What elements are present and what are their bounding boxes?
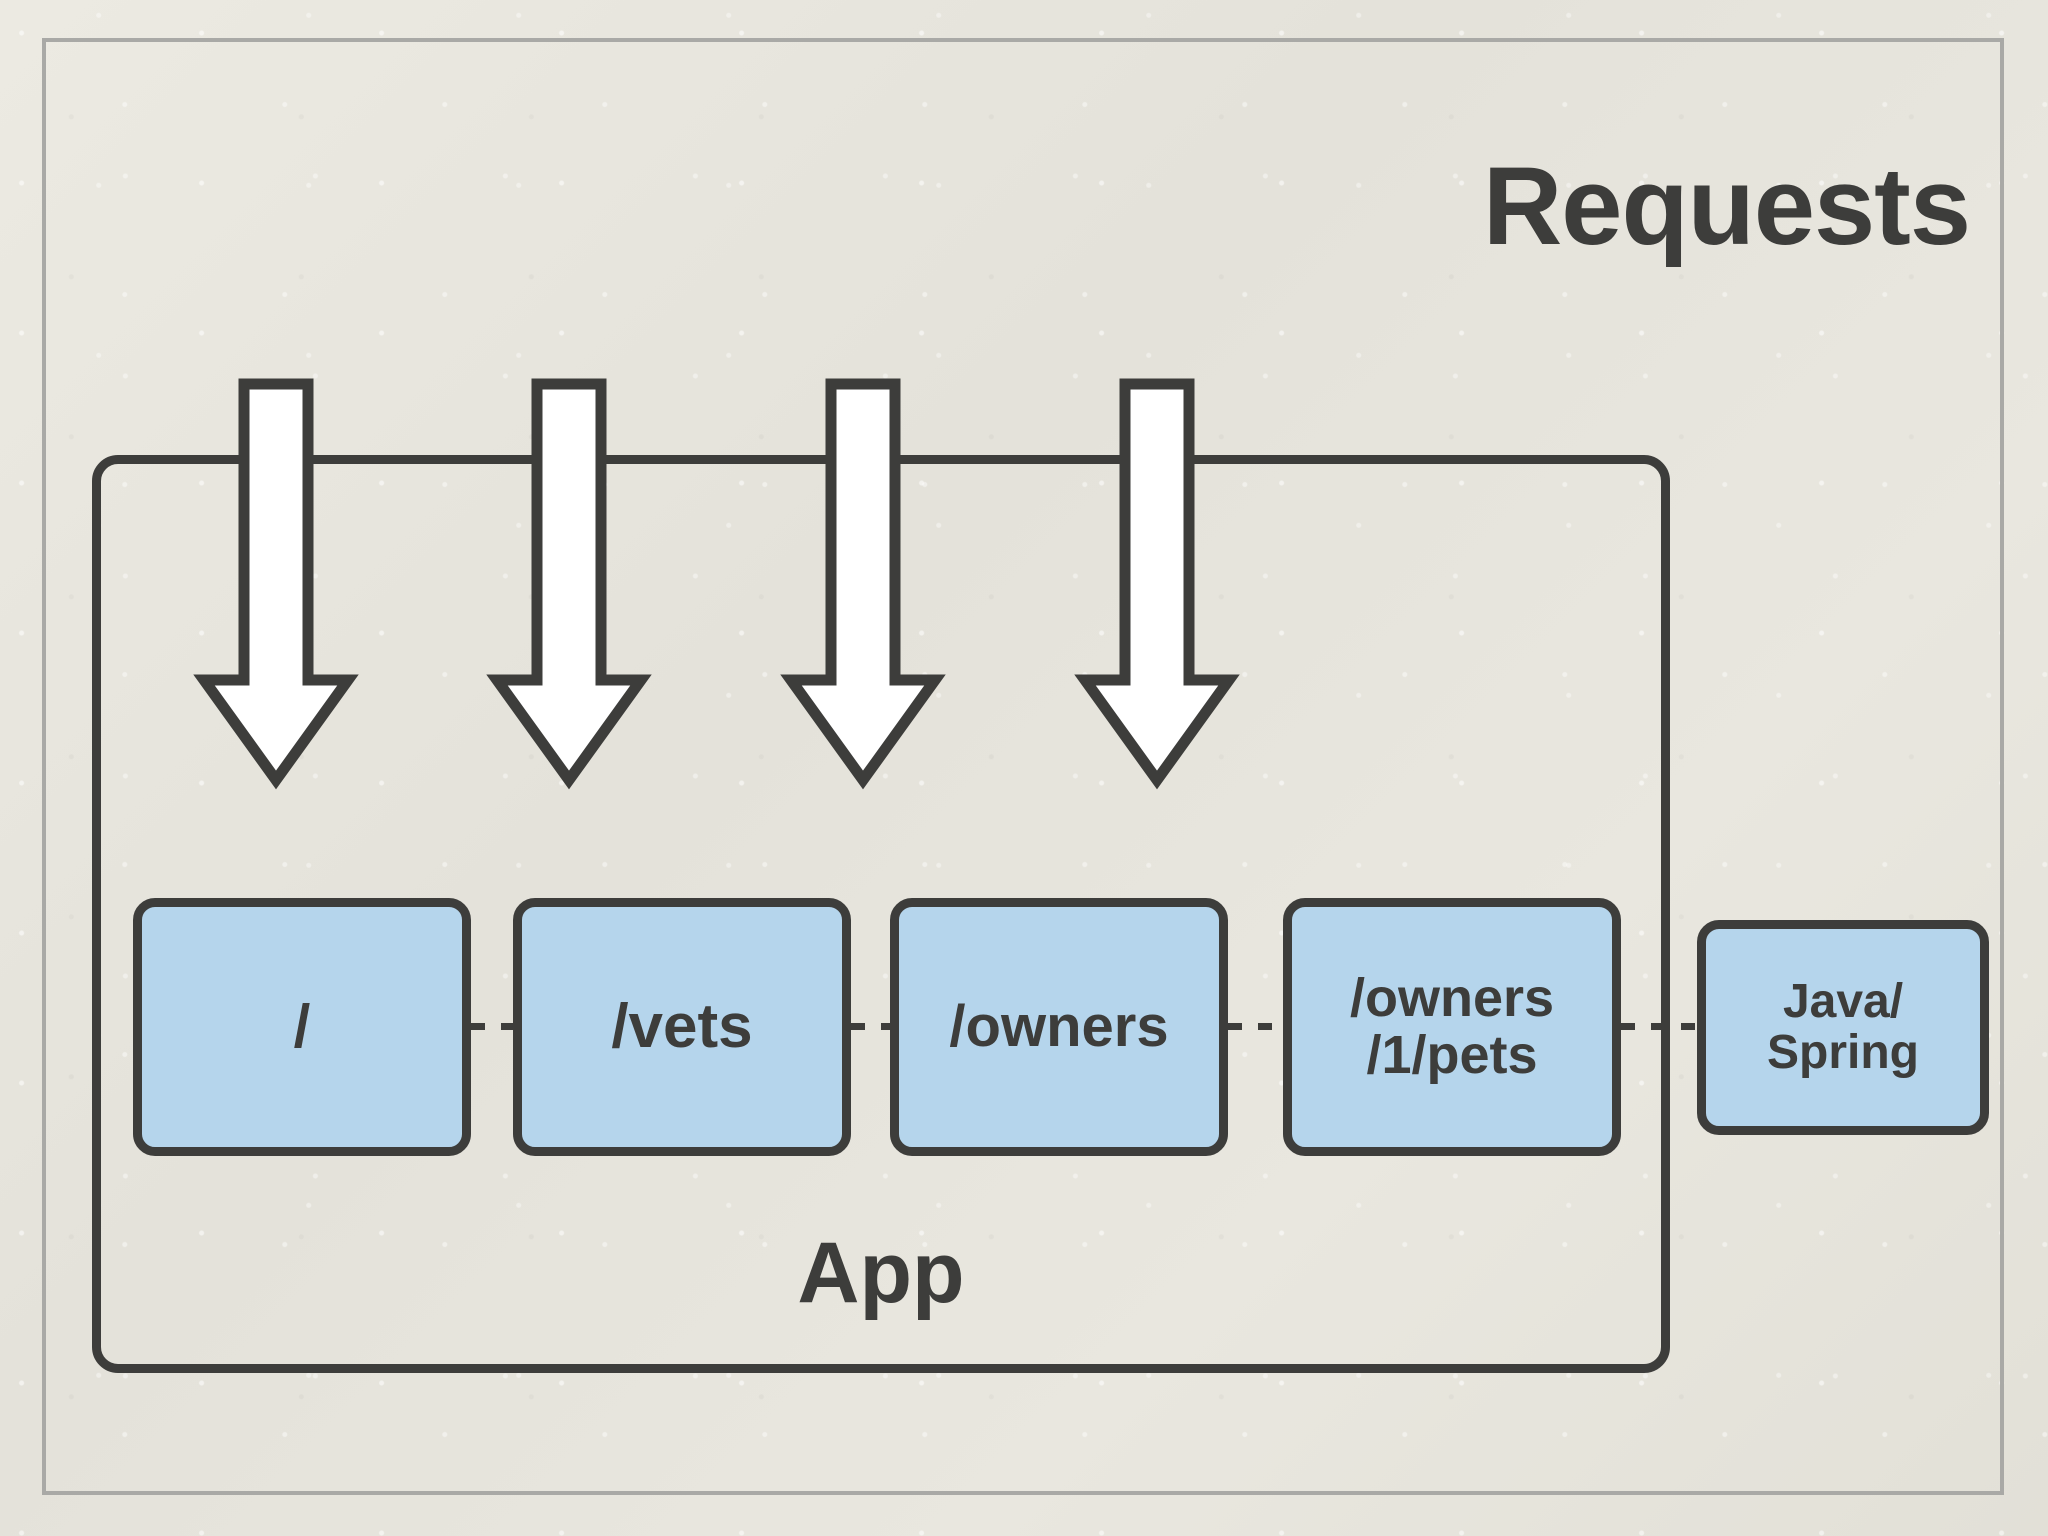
route-box-label: /owners /1/pets	[1349, 967, 1555, 1085]
route-box-label: /	[293, 993, 311, 1061]
dotted-connector-icon	[1621, 1023, 1699, 1030]
route-box-vets[interactable]: /vets	[513, 898, 851, 1156]
dotted-connector-icon	[1228, 1023, 1285, 1030]
stack-box-java-spring[interactable]: Java/ Spring	[1697, 920, 1989, 1135]
dotted-connector-icon	[471, 1023, 515, 1030]
dotted-connector-icon	[851, 1023, 892, 1030]
route-box-label: /vets	[611, 992, 753, 1062]
stack-box-label: Java/ Spring	[1767, 974, 1919, 1079]
app-container-label: App	[797, 1225, 965, 1321]
route-box-owners[interactable]: /owners	[890, 898, 1228, 1156]
route-box-label: /owners	[949, 994, 1169, 1060]
route-box-root[interactable]: /	[133, 898, 471, 1156]
page-title: Requests	[1482, 145, 1971, 268]
route-box-owner-pets[interactable]: /owners /1/pets	[1283, 898, 1621, 1156]
